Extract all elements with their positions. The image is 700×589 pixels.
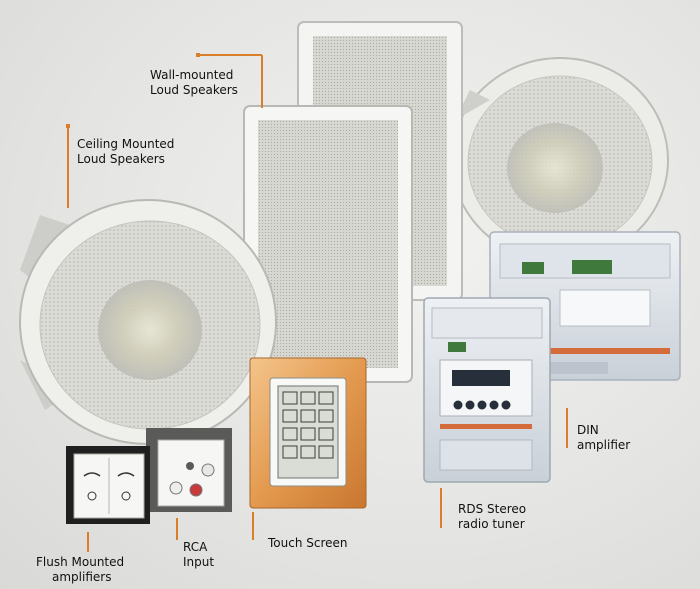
ceiling-speakers-label: Ceiling Mounted Loud Speakers — [77, 137, 175, 166]
ceiling-speaker-left — [19, 199, 277, 445]
din-amplifier — [489, 231, 681, 381]
rca-input-module — [146, 428, 232, 512]
touch-screen — [249, 357, 367, 509]
leader-dots — [66, 53, 200, 128]
flush-amplifiers-label: Flush Mounted amplifiers — [36, 555, 125, 584]
ceiling-speaker-right — [451, 57, 669, 263]
din-amplifier-label: DIN amplifier — [577, 423, 631, 452]
flush-amplifier — [66, 446, 150, 524]
rds-tuner-label: RDS Stereo radio tuner — [458, 502, 527, 531]
wall-speakers-label: Wall-mounted Loud Speakers — [150, 68, 238, 97]
rds-tuner — [423, 297, 551, 483]
leader-lines — [67, 54, 568, 552]
rca-input-label: RCA Input — [183, 540, 215, 569]
touch-screen-label: Touch Screen — [268, 536, 348, 550]
